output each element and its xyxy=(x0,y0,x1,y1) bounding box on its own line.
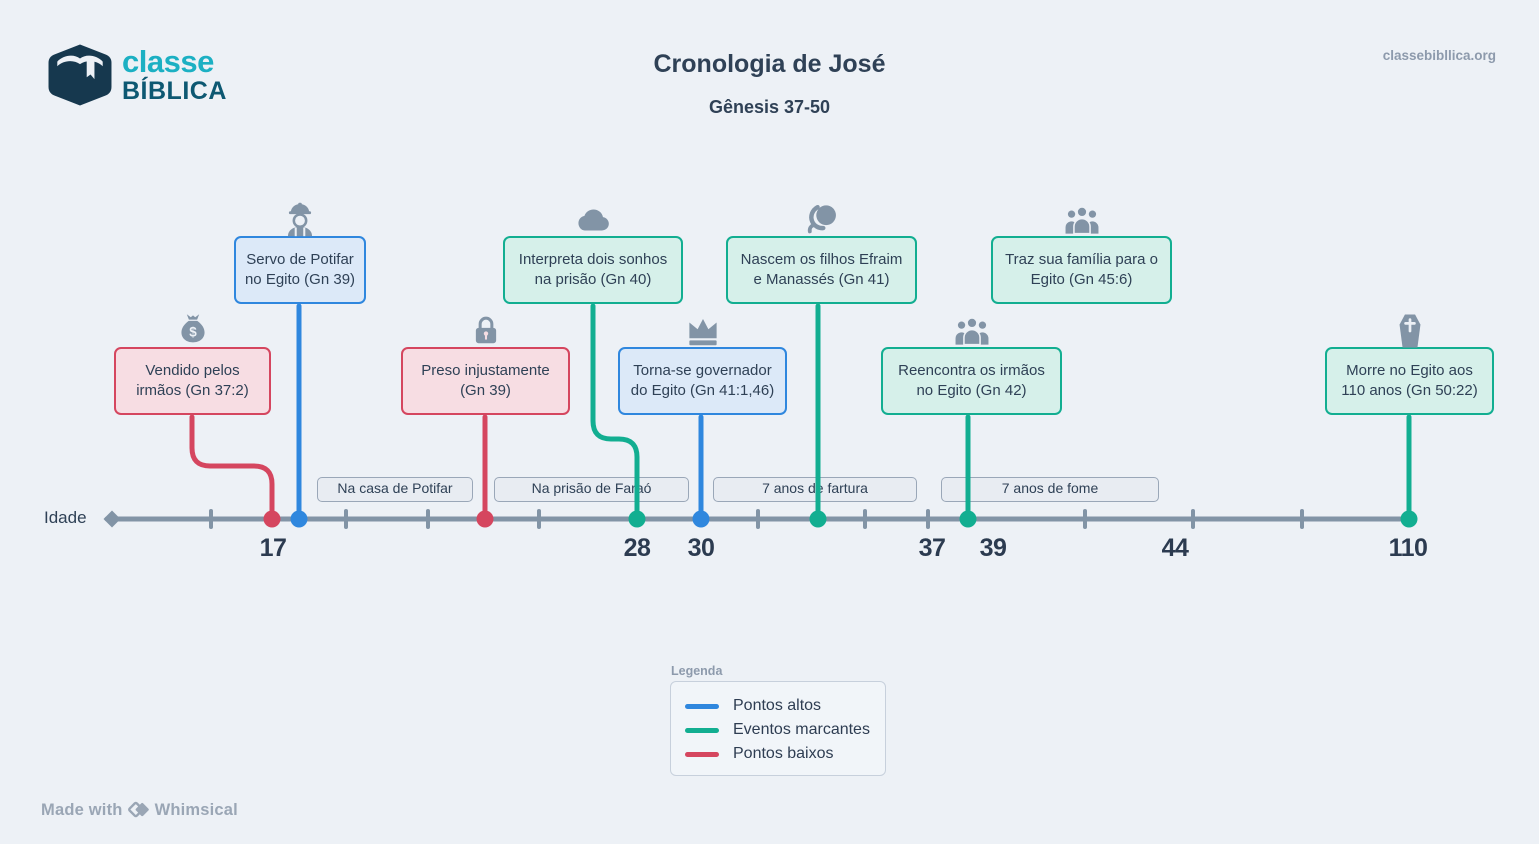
timeline-dot-governador xyxy=(692,510,710,528)
legend-swatch-low xyxy=(685,751,719,757)
brand-logo: classe BÍBLICA xyxy=(44,43,227,107)
age-label-110: 110 xyxy=(1388,534,1428,562)
event-label: Preso injustamente (Gn 39) xyxy=(421,362,550,399)
website-url: classebibllica.org xyxy=(1382,48,1496,63)
legend-item-high: Pontos altos xyxy=(685,694,885,718)
event-box-interpreta: Interpreta dois sonhos na prisão (Gn 40) xyxy=(503,236,683,304)
legend-label: Pontos altos xyxy=(733,697,822,714)
age-label-30: 30 xyxy=(687,534,715,562)
brand-name-line2: BÍBLICA xyxy=(122,77,227,105)
age-label-17: 17 xyxy=(259,534,287,562)
timeline-ticks xyxy=(209,509,1304,529)
event-label: Nascem os filhos Efraim e Manassés (Gn 4… xyxy=(740,251,903,288)
event-label: Traz sua família para o Egito (Gn 45:6) xyxy=(1005,251,1158,288)
age-label-39: 39 xyxy=(979,534,1007,562)
page-subtitle: Gênesis 37-50 xyxy=(708,97,831,117)
timeline-dot-vendido xyxy=(263,510,281,528)
period-label-potifar-house: Na casa de Potifar xyxy=(317,477,473,502)
made-with-whimsical: Made with Whimsical xyxy=(41,799,238,821)
event-label: Torna-se governador do Egito (Gn 41:1,46… xyxy=(630,362,775,399)
timeline-dot-morre xyxy=(1400,510,1418,528)
cloud-icon xyxy=(574,201,612,239)
connector-vendido xyxy=(189,414,275,518)
axis-title: Idade xyxy=(44,508,87,527)
age-label-37: 37 xyxy=(918,534,946,562)
event-box-preso: Preso injustamente (Gn 39) xyxy=(401,347,570,415)
event-box-vendido: Vendido pelos irmãos (Gn 37:2) xyxy=(114,347,271,415)
age-label-28: 28 xyxy=(623,534,651,562)
event-box-morre: Morre no Egito aos 110 anos (Gn 50:22) xyxy=(1325,347,1494,415)
timeline-dot-nascem xyxy=(809,510,827,528)
timeline-dot-interpreta xyxy=(628,510,646,528)
event-label: Reencontra os irmãos no Egito (Gn 42) xyxy=(898,362,1045,399)
timeline-dot-reencontra xyxy=(959,510,977,528)
legend-item-milestone: Eventos marcantes xyxy=(685,718,885,742)
event-box-reencontra: Reencontra os irmãos no Egito (Gn 42) xyxy=(881,347,1062,415)
event-box-nascem: Nascem os filhos Efraim e Manassés (Gn 4… xyxy=(726,236,917,304)
period-label-pharaoh-prison: Na prisão de Faraó xyxy=(494,477,689,502)
period-label-famine-years: 7 anos de fome xyxy=(941,477,1159,502)
legend-box: Pontos altos Eventos marcantes Pontos ba… xyxy=(670,681,886,776)
timeline-dot-preso xyxy=(476,510,494,528)
event-box-traz: Traz sua família para o Egito (Gn 45:6) xyxy=(991,236,1172,304)
axis-start-diamond xyxy=(103,510,121,528)
legend-label: Eventos marcantes xyxy=(733,721,870,738)
event-box-governador: Torna-se governador do Egito (Gn 41:1,46… xyxy=(618,347,787,415)
page-title: Cronologia de José xyxy=(653,50,886,78)
padlock-icon xyxy=(467,312,505,350)
event-label: Morre no Egito aos 110 anos (Gn 50:22) xyxy=(1341,362,1478,399)
brand-name: classe BÍBLICA xyxy=(122,46,227,104)
legend-label: Pontos baixos xyxy=(733,745,834,762)
event-box-servo: Servo de Potifar no Egito (Gn 39) xyxy=(234,236,366,304)
age-label-44: 44 xyxy=(1161,534,1189,562)
legend-title: Legenda xyxy=(671,664,723,678)
event-label: Vendido pelos irmãos (Gn 37:2) xyxy=(136,362,249,399)
legend-swatch-high xyxy=(685,703,719,709)
whimsical-brand-text: Whimsical xyxy=(154,800,238,819)
event-label: Servo de Potifar no Egito (Gn 39) xyxy=(244,251,356,288)
money-bag-icon xyxy=(174,312,212,350)
brand-name-line1: classe xyxy=(122,44,214,79)
event-label: Interpreta dois sonhos na prisão (Gn 40) xyxy=(518,251,668,288)
crown-icon xyxy=(684,312,722,350)
baby-icon xyxy=(803,201,841,239)
legend-item-low: Pontos baixos xyxy=(685,742,885,766)
brothers-group-icon xyxy=(953,312,991,350)
legend-swatch-milestone xyxy=(685,727,719,733)
worker-icon xyxy=(281,201,319,239)
made-with-text: Made with xyxy=(41,800,123,819)
whimsical-diamond-icon xyxy=(127,799,151,821)
family-group-icon xyxy=(1063,201,1101,239)
timeline-dot-servo xyxy=(290,510,308,528)
period-label-abundance-years: 7 anos de fartura xyxy=(713,477,917,502)
coffin-icon xyxy=(1391,312,1429,350)
